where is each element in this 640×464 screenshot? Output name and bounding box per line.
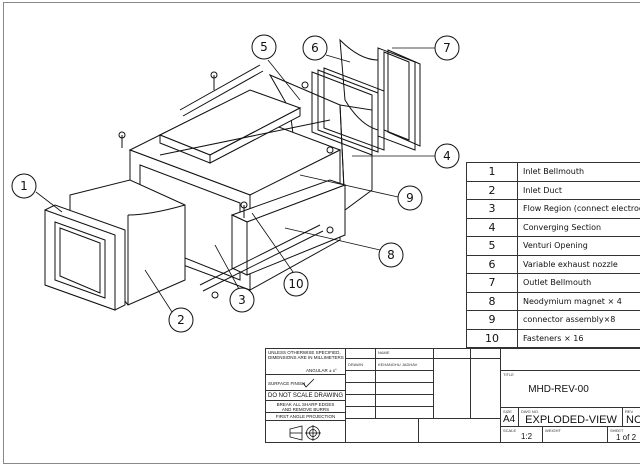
item-number: 6 [467, 255, 518, 274]
balloon-label: 4 [443, 149, 451, 163]
balloon-label: 2 [177, 313, 185, 327]
balloon-label: 3 [238, 293, 246, 307]
item-description: connector assembly×8 [518, 311, 640, 330]
item-description: Flow Region (connect electrodes [518, 200, 640, 219]
grid-cell [419, 419, 501, 443]
balloon-label: 1 [20, 179, 28, 193]
rev-cell: REV NC [623, 408, 640, 427]
drawing-number: EXPLODED-VIEW [519, 414, 623, 426]
drawn-name-cell: KEHANGHU JADHAV [376, 359, 434, 371]
title-cell: TITLE MHD-REV-00 [501, 371, 640, 408]
balloon-label: 5 [260, 40, 268, 54]
tolerance-note: UNLESS OTHERWISE SPECIFIED, DIMENSIONS A… [268, 350, 344, 360]
grid-cell [346, 383, 376, 395]
grid-cell [376, 395, 434, 407]
size-cell: SIZE A4 [501, 408, 519, 427]
item-description: Inlet Duct [518, 181, 640, 200]
grid-cell [501, 349, 640, 371]
item-number: 10 [467, 329, 518, 348]
grid-cell [346, 419, 419, 443]
name-label: NAME [378, 350, 390, 355]
item-description: Inlet Bellmouth [518, 163, 640, 182]
drawing-title: MHD-REV-00 [501, 384, 616, 396]
drawn-cell: DRAWN [346, 359, 376, 371]
grid-cell [434, 349, 471, 359]
item-description: Variable exhaust nozzle [518, 255, 640, 274]
surface-finish-cell: SURFACE FINISH [266, 375, 346, 391]
projection-cell: FIRST ANGLE PROJECTION [266, 413, 346, 421]
item-number: 2 [467, 181, 518, 200]
drawn-name: KEHANGHU JADHAV [378, 362, 417, 367]
item-description: Outlet Bellmouth [518, 274, 640, 293]
item-number: 1 [467, 163, 518, 182]
grid-cell [346, 395, 376, 407]
title-label: TITLE [503, 372, 514, 377]
projection-symbol-cell [266, 421, 346, 443]
grid-cell [376, 371, 434, 383]
break-edges-cell: BREAK ALL SHARP EDGES AND REMOVE BURRS [266, 401, 346, 413]
weight-cell: WEIGHT [543, 427, 608, 443]
grid-cell [471, 359, 501, 419]
grid-cell [434, 359, 471, 419]
first-angle-projection-icon [288, 425, 324, 441]
balloon-label: 8 [387, 248, 395, 262]
grid-cell [376, 383, 434, 395]
sheet-size: A4 [503, 414, 515, 426]
item-number: 3 [467, 200, 518, 219]
scale-value: 1:2 [521, 432, 532, 442]
item-description: Converging Section [518, 218, 640, 237]
grid-cell [471, 349, 501, 359]
grid-cell [376, 407, 434, 419]
grid-cell [346, 407, 376, 419]
item-description: Venturi Opening [518, 237, 640, 256]
no-scale-note: DO NOT SCALE DRAWING [268, 393, 343, 399]
grid-cell [346, 349, 376, 359]
item-number: 9 [467, 311, 518, 330]
scale-label: SCALE [503, 428, 516, 433]
item-description: Neodymium magnet × 4 [518, 292, 640, 311]
balloon-label: 7 [443, 41, 451, 55]
item-number: 7 [467, 274, 518, 293]
title-block: UNLESS OTHERWISE SPECIFIED, DIMENSIONS A… [265, 348, 640, 443]
no-scale-cell: DO NOT SCALE DRAWING [266, 391, 346, 401]
drawn-label: DRAWN [348, 362, 363, 367]
projection-label: FIRST ANGLE PROJECTION [276, 414, 335, 419]
tolerance-cell: UNLESS OTHERWISE SPECIFIED, DIMENSIONS A… [266, 349, 346, 375]
break-edges-note: BREAK ALL SHARP EDGES AND REMOVE BURRS [277, 402, 335, 412]
surface-finish-icon [302, 378, 316, 388]
item-description: Fasteners × 16 [518, 329, 640, 348]
outlet-bellmouth [340, 40, 420, 150]
balloon-label: 6 [311, 41, 319, 55]
weight-label: WEIGHT [545, 428, 561, 433]
name-header: NAME [376, 349, 434, 359]
item-number: 5 [467, 237, 518, 256]
revision: NC [626, 414, 640, 426]
item-number: 4 [467, 218, 518, 237]
scale-cell: SCALE 1:2 [501, 427, 543, 443]
variable-exhaust-nozzle [312, 68, 384, 155]
sheet-cell: SHEET 1 of 2 [608, 427, 640, 443]
balloon-label: 10 [288, 277, 303, 291]
dwg-no-cell: DWG NO. EXPLODED-VIEW [519, 408, 623, 427]
balloon-label: 9 [406, 191, 414, 205]
item-number: 8 [467, 292, 518, 311]
grid-cell [346, 371, 376, 383]
angular-tolerance: ANGULAR ± x° [306, 368, 337, 373]
surface-finish-label: SURFACE FINISH [268, 381, 305, 386]
